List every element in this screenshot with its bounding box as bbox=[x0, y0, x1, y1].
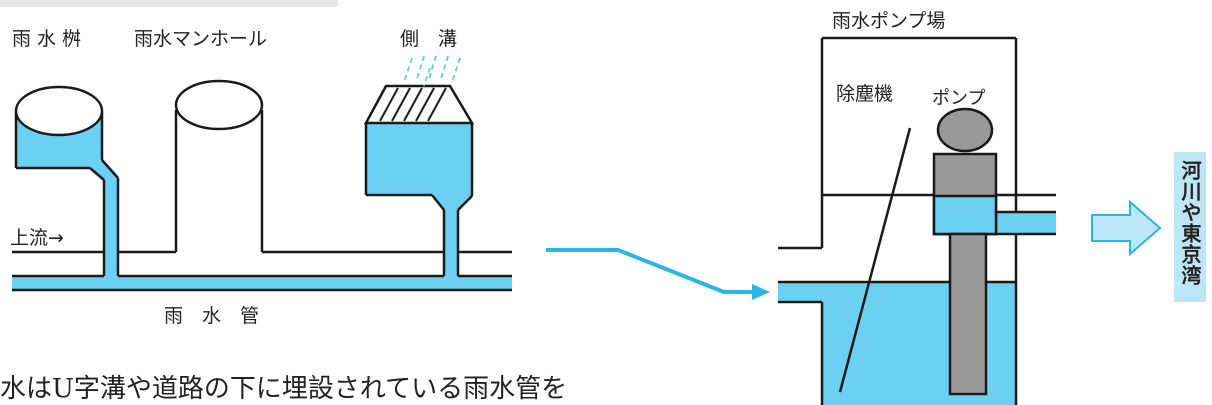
header-strip bbox=[0, 0, 338, 7]
side-ditch bbox=[363, 84, 475, 276]
pump bbox=[932, 107, 998, 396]
pump-station bbox=[778, 36, 1056, 405]
block-arrow-right-icon bbox=[1091, 199, 1162, 257]
destination-box bbox=[1174, 152, 1206, 302]
sewer-pipe bbox=[12, 110, 512, 292]
sewer-pipe-label: 雨 水 管 bbox=[164, 305, 259, 327]
manhole-label: 雨水マンホール bbox=[134, 28, 267, 50]
arrow-right-icon bbox=[546, 248, 770, 300]
pump-station-label: 雨水ポンプ場 bbox=[832, 10, 945, 32]
caption-text: 水はU字溝や道路の下に埋設されている雨水管を bbox=[0, 374, 568, 404]
destination-label: 河川や東京湾 bbox=[1178, 160, 1202, 286]
screen bbox=[838, 127, 912, 393]
manhole bbox=[174, 79, 264, 131]
side-ditch-label: 側 溝 bbox=[400, 28, 457, 50]
catch-basin-label: 雨 水 桝 bbox=[12, 28, 81, 50]
pump-label: ポンプ bbox=[932, 88, 985, 109]
screen-label: 除塵機 bbox=[836, 83, 893, 105]
rain-icon bbox=[403, 55, 461, 87]
upstream-label: 上流→ bbox=[10, 227, 64, 249]
catch-basin bbox=[14, 85, 120, 276]
